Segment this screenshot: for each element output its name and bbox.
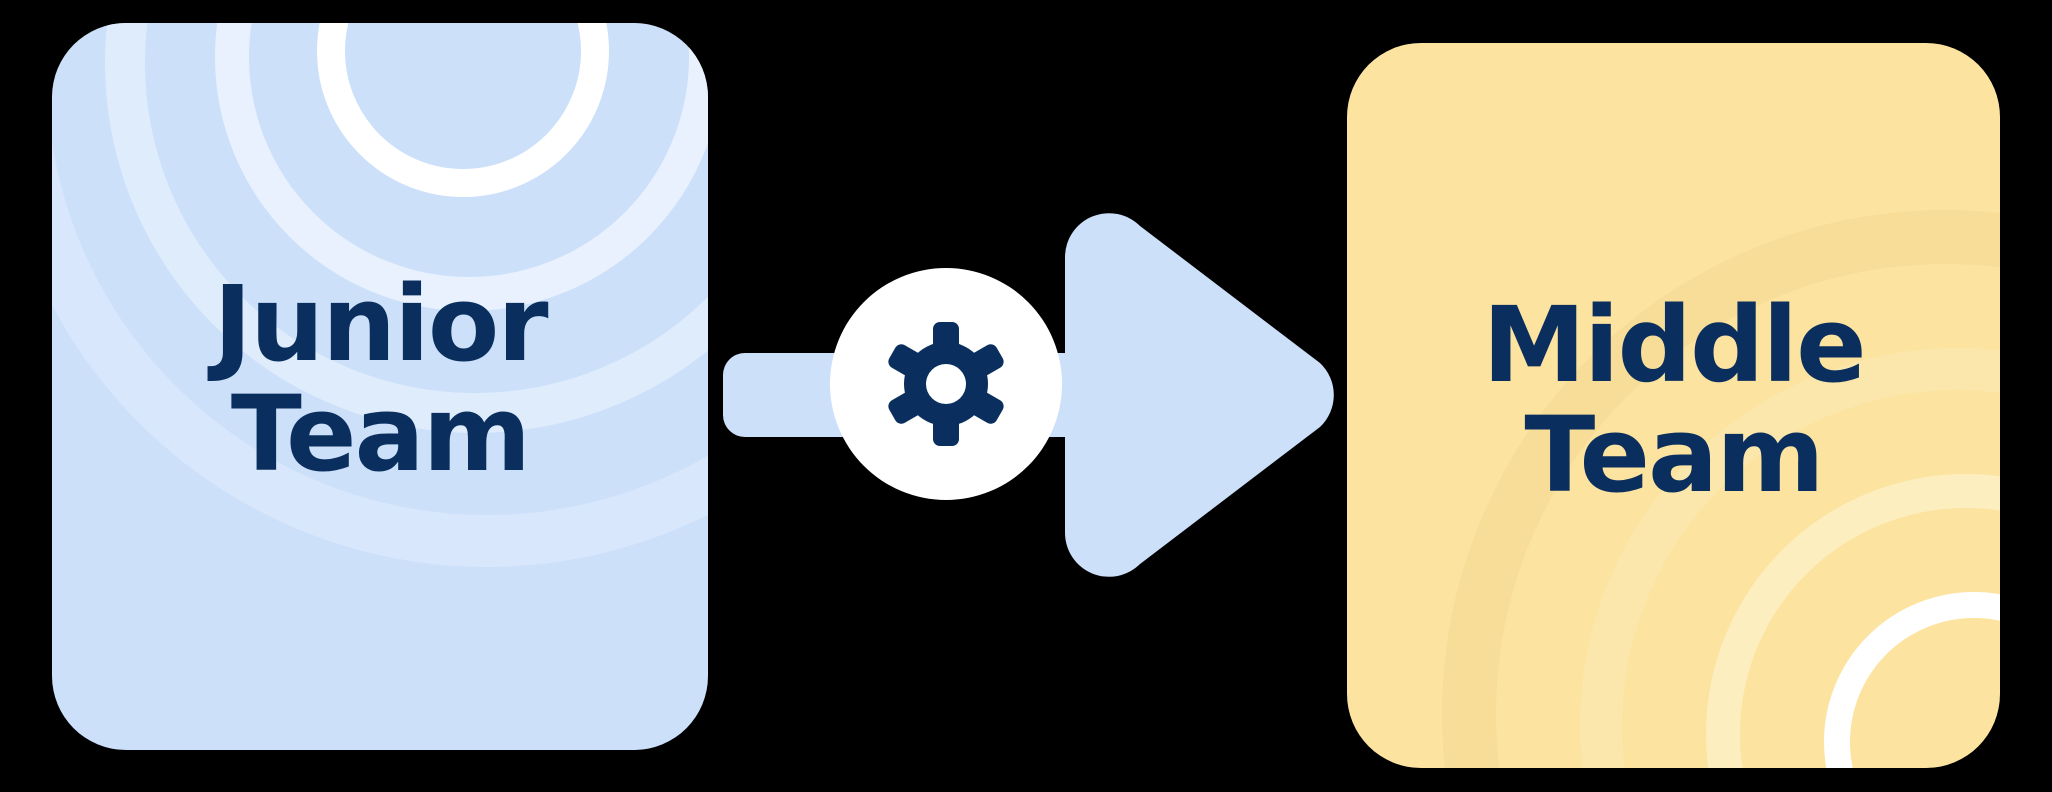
- decorative-ring-inner: [1824, 592, 2000, 768]
- node-card-middle-team[interactable]: Middle Team: [1347, 43, 2000, 768]
- decorative-ring-second: [1706, 474, 2000, 768]
- node-card-middle-team-label: Middle Team: [1482, 283, 1866, 516]
- node-card-junior-team-label: Junior Team: [213, 262, 548, 495]
- gear-icon: [888, 322, 1004, 446]
- gear-badge[interactable]: [830, 268, 1062, 500]
- decorative-ring-inner: [317, 23, 609, 197]
- node-card-junior-team[interactable]: Junior Team: [52, 23, 708, 750]
